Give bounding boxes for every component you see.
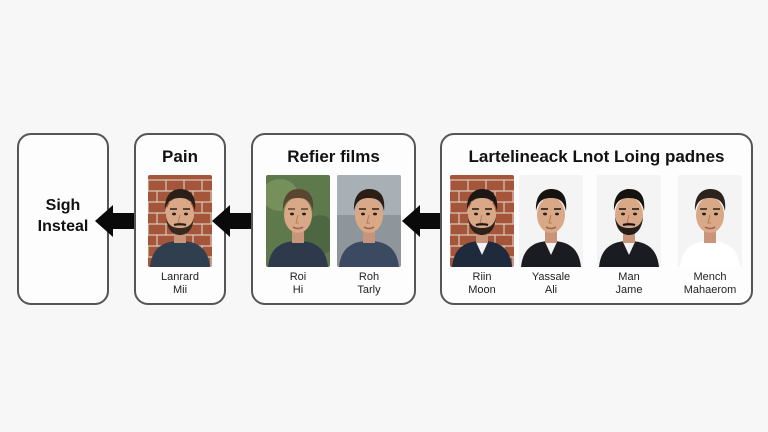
- person-first-name: Roh: [358, 271, 380, 283]
- lartelineack-panel: Lartelineack Lnot Loing padnes Riin Moon…: [440, 133, 753, 305]
- person-name: Lanrard Mii: [148, 271, 212, 297]
- person-name: Man Jame: [597, 271, 661, 297]
- pain-panel: Pain Lanrard Mii: [134, 133, 226, 305]
- person-first-name: Man: [618, 271, 640, 283]
- person-name: Roh Tarly: [337, 271, 401, 297]
- person-last-name: Mii: [172, 284, 188, 296]
- result-line-1: Sigh: [45, 197, 81, 214]
- arrow-left-icon: [402, 205, 448, 237]
- portrait-photo: [597, 175, 661, 267]
- person-card: Riin Moon: [450, 175, 514, 297]
- person-last-name: Ali: [544, 284, 558, 296]
- result-panel: Sigh Insteal: [17, 133, 109, 305]
- result-text: Sigh Insteal: [19, 195, 107, 237]
- portrait-photo: [337, 175, 401, 267]
- person-last-name: Hi: [292, 284, 304, 296]
- person-name: Riin Moon: [450, 271, 514, 297]
- person-last-name: Mahaerom: [683, 284, 737, 296]
- person-first-name: Roi: [289, 271, 307, 283]
- person-first-name: Lanrard: [161, 271, 199, 283]
- result-line-2: Insteal: [37, 218, 89, 235]
- refier-films-panel-title: Refier films: [287, 147, 380, 166]
- lartelineack-panel-title: Lartelineack Lnot Loing padnes: [468, 147, 725, 166]
- portrait-photo: [450, 175, 514, 267]
- portrait-photo: [519, 175, 583, 267]
- person-card: Man Jame: [597, 175, 661, 297]
- portrait-photo: [148, 175, 212, 267]
- arrow-left-icon: [212, 205, 258, 237]
- person-first-name: Mench: [693, 271, 727, 283]
- person-card: Lanrard Mii: [148, 175, 212, 297]
- person-card: Roi Hi: [266, 175, 330, 297]
- portrait-photo: [678, 175, 742, 267]
- person-name: Roi Hi: [266, 271, 330, 297]
- person-first-name: Riin: [472, 271, 492, 283]
- person-last-name: Jame: [615, 284, 643, 296]
- person-first-name: Yassale: [531, 271, 571, 283]
- pain-panel-title: Pain: [162, 147, 198, 166]
- person-card: Roh Tarly: [337, 175, 401, 297]
- person-name: Yassale Ali: [519, 271, 583, 297]
- arrow-left-icon: [95, 205, 141, 237]
- person-card: Mench Mahaerom: [678, 175, 742, 297]
- portrait-photo: [266, 175, 330, 267]
- person-last-name: Tarly: [357, 284, 381, 296]
- refier-films-panel: Refier films Roi Hi Roh Tarly: [251, 133, 416, 305]
- person-name: Mench Mahaerom: [678, 271, 742, 297]
- person-last-name: Moon: [468, 284, 496, 296]
- person-card: Yassale Ali: [519, 175, 583, 297]
